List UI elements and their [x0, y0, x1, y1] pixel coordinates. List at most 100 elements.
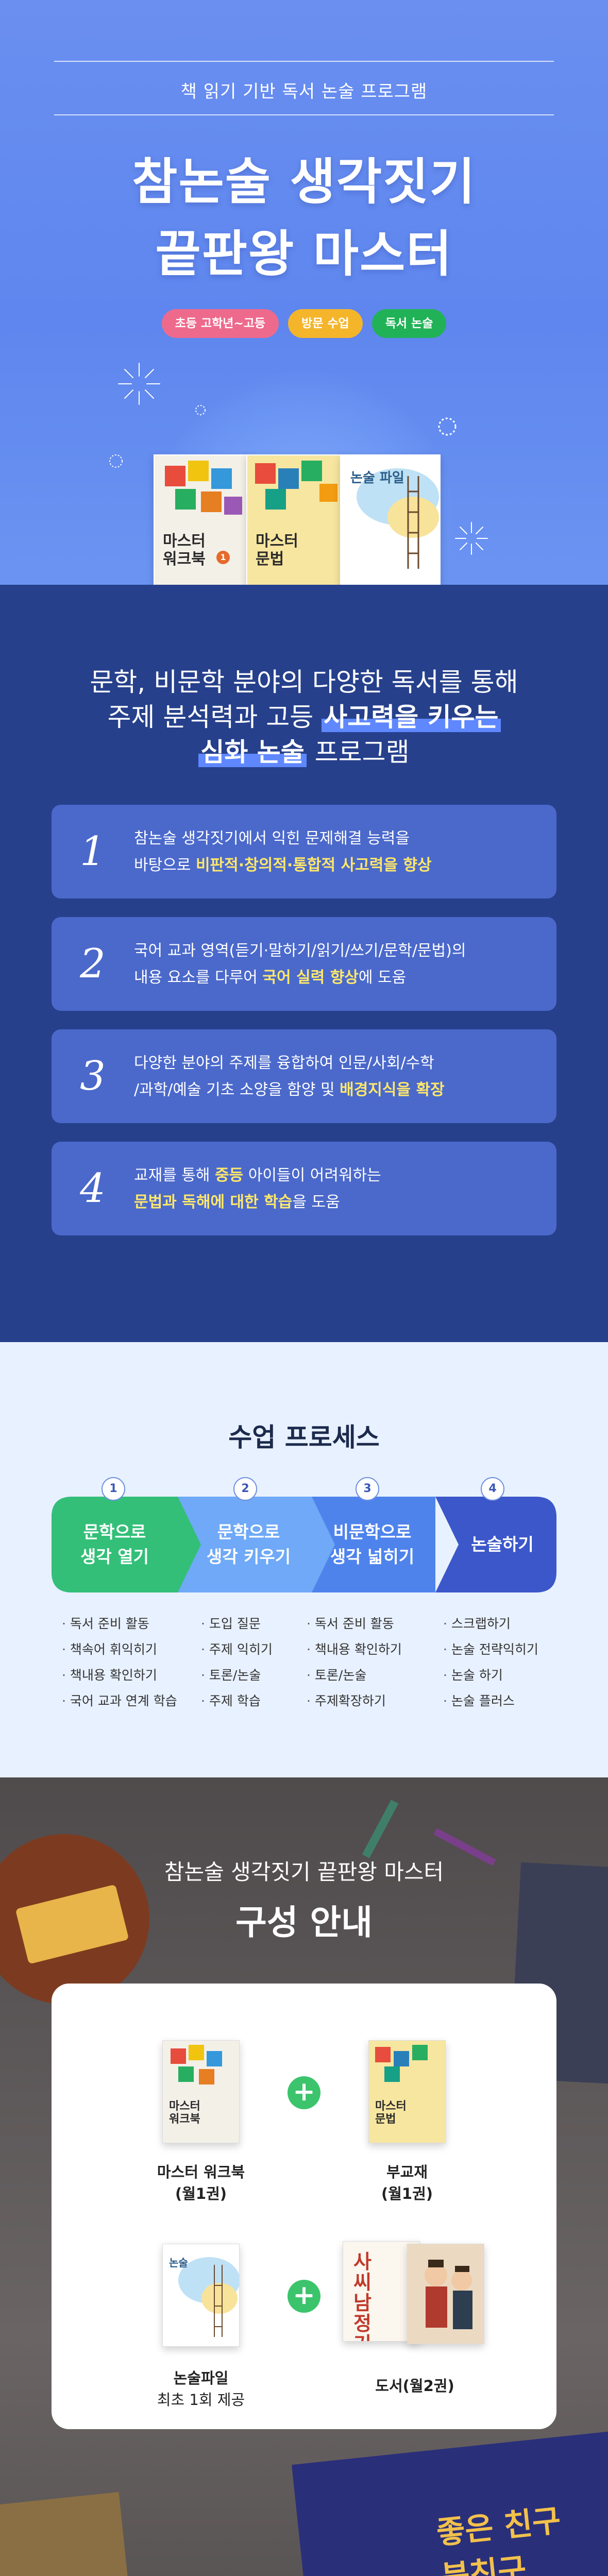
- feature-line: 국어 교과 영역(듣기·말하기/읽기/쓰기/문학/문법)의: [134, 942, 466, 960]
- item-label: 부교재 (월1권): [335, 2161, 479, 2205]
- intro-line3: 심화 논술 프로그램: [0, 735, 608, 770]
- feature-line-text: 에 도움: [358, 969, 407, 987]
- book-essay-file: 논술 파일: [340, 454, 441, 585]
- feature-line: 내용 요소를 다루어 국어 실력 향상에 도움: [134, 964, 541, 991]
- item-name: 부교재: [386, 2163, 428, 2181]
- sparkle-small-icon: [195, 405, 206, 415]
- feature-line-text: 교재를 통해: [134, 1166, 215, 1184]
- process-step-label: 논술하기: [448, 1497, 556, 1592]
- list-item: 논술 하기: [443, 1663, 538, 1688]
- badge-essay: 독서 논술: [371, 309, 447, 338]
- feature-line: /과학/예술 기초 소양을 함양 및 배경지식을 확장: [134, 1077, 541, 1104]
- feature-text: 교재를 통해 중등 아이들이 어려워하는 문법과 독해에 대한 학습을 도움: [134, 1162, 541, 1216]
- hero-badges: 초등 고학년~고등 방문 수업 독서 논술: [0, 309, 608, 338]
- feature-line-text: 아이들이 어려워하는: [243, 1166, 381, 1184]
- book-title: 사씨남정기: [353, 2250, 371, 2341]
- plus-icon: +: [288, 2280, 320, 2313]
- step-label-line: 생각 열기: [80, 1547, 149, 1567]
- book-cover-art: [375, 2045, 428, 2082]
- step-label-line: 비문학으로: [333, 1522, 412, 1542]
- list-item: 책내용 확인하기: [307, 1637, 402, 1663]
- book-master-workbook: 마스터 워크북 1: [154, 454, 252, 585]
- item-master-workbook-cover: 마스터 워크북: [162, 2040, 240, 2143]
- list-item: 주제 익히기: [201, 1637, 273, 1663]
- item-sub: (월1권): [175, 2185, 227, 2202]
- item-sub: 최초 1회 제공: [157, 2391, 245, 2409]
- list-item: 토론/논술: [201, 1663, 273, 1688]
- book-title: 논술 파일: [350, 470, 404, 486]
- list-item: 책속어 휘익히기: [62, 1637, 177, 1663]
- feature-line-emphasis: 문법과 독해에 대한 학습: [134, 1193, 293, 1211]
- feature-card: 4 교재를 통해 중등 아이들이 어려워하는 문법과 독해에 대한 학습을 도움: [52, 1142, 556, 1235]
- background-book-prop: [0, 2492, 128, 2576]
- plus-icon: +: [288, 2076, 320, 2109]
- hero-top-rule: [54, 61, 554, 62]
- step-number-badge: 4: [481, 1477, 504, 1501]
- intro-line3-highlight: 심화 논술: [198, 737, 307, 767]
- step-number-badge: 2: [233, 1477, 257, 1501]
- list-item: 주제 학습: [201, 1688, 273, 1714]
- feature-card: 2 국어 교과 영역(듣기·말하기/읽기/쓰기/문학/문법)의 내용 요소를 다…: [52, 917, 556, 1011]
- process-step4-shape: [435, 1497, 556, 1592]
- step-label-line: 생각 키우기: [206, 1547, 291, 1567]
- process-step1-list: 독서 준비 활동 책속어 휘익히기 책내용 확인하기 국어 교과 연계 학습: [62, 1611, 177, 1714]
- book-cover-art: [165, 461, 242, 515]
- book-title: 마스터 문법: [375, 2100, 407, 2126]
- feature-line-text: /과학/예술 기초 소양을 함양 및: [134, 1081, 340, 1099]
- process-step4-list: 스크랩하기 논술 전략익히기 논술 하기 논술 플러스: [443, 1611, 538, 1714]
- book-cover-art: [171, 2045, 222, 2084]
- hero-title-line2: 끝판왕 마스터: [155, 225, 453, 283]
- intro-line2-text: 주제 분석력과 고등: [107, 702, 322, 732]
- item-label: 논술파일 최초 1회 제공: [129, 2367, 273, 2411]
- feature-line: 다양한 분야의 주제를 융합하여 인문/사회/수학: [134, 1054, 434, 1072]
- composition-card: 마스터 워크북 마스터 워크북 (월1권) + 마스터 문법 부교재 (월1권): [52, 1984, 556, 2429]
- item-label: 도서(월2권): [343, 2375, 487, 2397]
- item-sub: (월1권): [381, 2185, 433, 2202]
- process-arrow-bar: [52, 1497, 556, 1592]
- list-item: 스크랩하기: [443, 1611, 538, 1637]
- feature-card: 1 참논술 생각짓기에서 익힌 문제해결 능력을 바탕으로 비판적·창의적·통합…: [52, 805, 556, 899]
- feature-number: 4: [80, 1165, 106, 1212]
- feature-number: 1: [80, 828, 106, 875]
- list-item: 독서 준비 활동: [307, 1611, 402, 1637]
- list-item: 논술 전략익히기: [443, 1637, 538, 1663]
- item-name: 마스터 워크북: [157, 2163, 245, 2181]
- hero-bottom-rule: [54, 114, 554, 115]
- feature-text: 참논술 생각짓기에서 익힌 문제해결 능력을 바탕으로 비판적·창의적·통합적 …: [134, 825, 541, 879]
- sparkle-icon: [455, 522, 488, 555]
- feature-line-emphasis: 배경지식을 확장: [340, 1081, 445, 1099]
- list-item: 토론/논술: [307, 1663, 402, 1688]
- step-label-line: 논술하기: [471, 1534, 534, 1554]
- features-intro: 문학, 비문학 분야의 다양한 독서를 통해 주제 분석력과 고등 사고력을 키…: [0, 665, 608, 770]
- list-item: 도입 질문: [201, 1611, 273, 1637]
- book-cover-art: [357, 468, 439, 569]
- composition-section: 좋은 친구 북친구 참논술 생각짓기 끝판왕 마스터 구성 안내 마스터 워크북…: [0, 1777, 608, 2576]
- book-level-badge: 1: [216, 551, 230, 564]
- features-section: 문학, 비문학 분야의 다양한 독서를 통해 주제 분석력과 고등 사고력을 키…: [0, 585, 608, 1342]
- list-item: 국어 교과 연계 학습: [62, 1688, 177, 1714]
- step-label-line: 생각 넓히기: [330, 1547, 415, 1567]
- pencil-icon: [362, 1800, 399, 1858]
- intro-line2-highlight: 사고력을 키우는: [322, 702, 501, 732]
- book-title: 논술: [169, 2257, 188, 2269]
- list-item: 주제확장하기: [307, 1688, 402, 1714]
- intro-line1: 문학, 비문학 분야의 다양한 독서를 통해: [90, 667, 518, 697]
- book-title: 마스터 워크북: [169, 2100, 200, 2126]
- book-title: 마스터 문법: [256, 532, 298, 568]
- book-cover-art: [178, 2257, 239, 2337]
- sparkle-icon: [118, 363, 160, 405]
- feature-line: 문법과 독해에 대한 학습을 도움: [134, 1189, 541, 1216]
- item-supplementary-cover: 마스터 문법: [368, 2040, 446, 2143]
- feature-text: 국어 교과 영역(듣기·말하기/읽기/쓰기/문학/문법)의 내용 요소를 다루어…: [134, 938, 541, 991]
- badge-grade: 초등 고학년~고등: [161, 309, 279, 338]
- process-step3-list: 독서 준비 활동 책내용 확인하기 토론/논술 주제확장하기: [307, 1611, 402, 1714]
- hero-section: 책 읽기 기반 독서 논술 프로그램 참논술 생각짓기 끝판왕 마스터 초등 고…: [0, 0, 608, 585]
- feature-line-emphasis: 국어 실력 향상: [262, 969, 359, 987]
- sparkle-small-icon: [438, 417, 457, 436]
- book-title: 마스터 워크북: [163, 532, 206, 568]
- feature-card: 3 다양한 분야의 주제를 융합하여 인문/사회/수학 /과학/예술 기초 소양…: [52, 1029, 556, 1123]
- list-item: 독서 준비 활동: [62, 1611, 177, 1637]
